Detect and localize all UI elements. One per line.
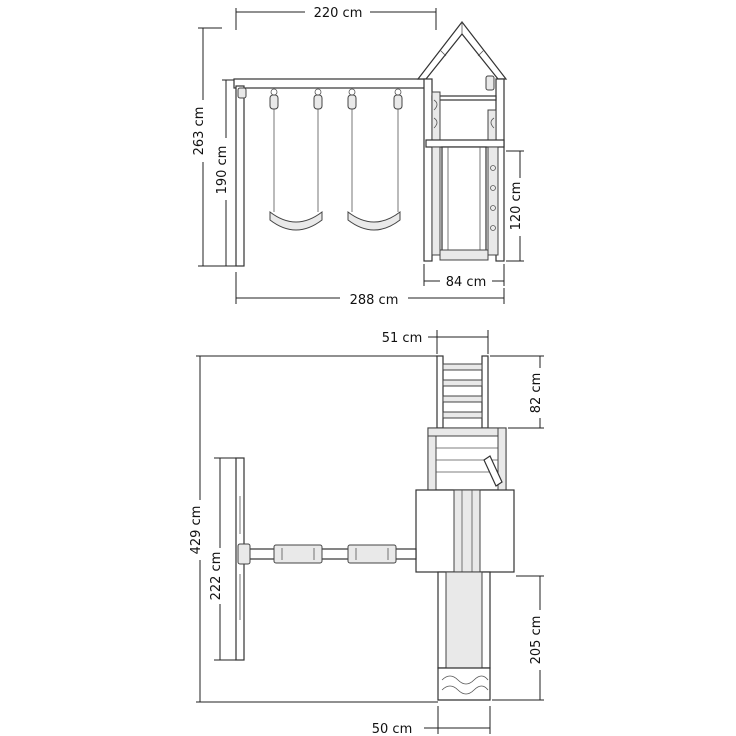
dim-total-height: 263 cm	[192, 27, 222, 267]
top-view: 51 cm 82 cm	[189, 330, 544, 736]
dim-total-length: 429 cm	[189, 355, 438, 703]
label-slide-length: 205 cm	[529, 616, 544, 665]
dim-swing-frame-length: 222 cm	[209, 457, 236, 661]
label-swing-height: 190 cm	[215, 146, 230, 195]
tower-roof	[416, 21, 508, 80]
dim-tower-width: 84 cm	[423, 264, 505, 290]
dim-ladder-width: 51 cm	[382, 330, 489, 354]
label-platform-height: 120 cm	[509, 182, 524, 231]
tower-top	[427, 427, 507, 491]
label-top-width: 220 cm	[314, 6, 363, 21]
dim-ladder-length: 82 cm	[490, 355, 544, 429]
label-ladder-width: 51 cm	[382, 331, 423, 346]
swing-seat-2	[347, 88, 403, 231]
platform-top	[415, 489, 515, 573]
tower-structure	[423, 75, 505, 262]
dim-swing-height: 190 cm	[215, 79, 238, 267]
dim-top-width: 220 cm	[235, 6, 437, 30]
swing-beam-top	[245, 544, 417, 564]
swing-seat-1	[269, 88, 323, 231]
dim-slide-length: 205 cm	[492, 575, 544, 701]
label-swing-frame-length: 222 cm	[209, 552, 224, 601]
label-tower-width: 84 cm	[446, 275, 487, 290]
dim-slide-width: 50 cm	[372, 706, 491, 736]
dim-total-width: 288 cm	[235, 272, 505, 308]
label-total-width: 288 cm	[350, 293, 399, 308]
swing-legs-top	[235, 457, 251, 661]
label-total-height: 263 cm	[192, 107, 207, 156]
label-total-length: 429 cm	[189, 506, 204, 555]
label-slide-width: 50 cm	[372, 722, 413, 736]
ladder-top	[436, 355, 489, 429]
dim-platform-height: 120 cm	[506, 150, 524, 262]
slide-top	[437, 571, 491, 701]
label-ladder-length: 82 cm	[529, 373, 544, 414]
side-view: 220 cm 263 cm 190 cm	[192, 6, 524, 308]
